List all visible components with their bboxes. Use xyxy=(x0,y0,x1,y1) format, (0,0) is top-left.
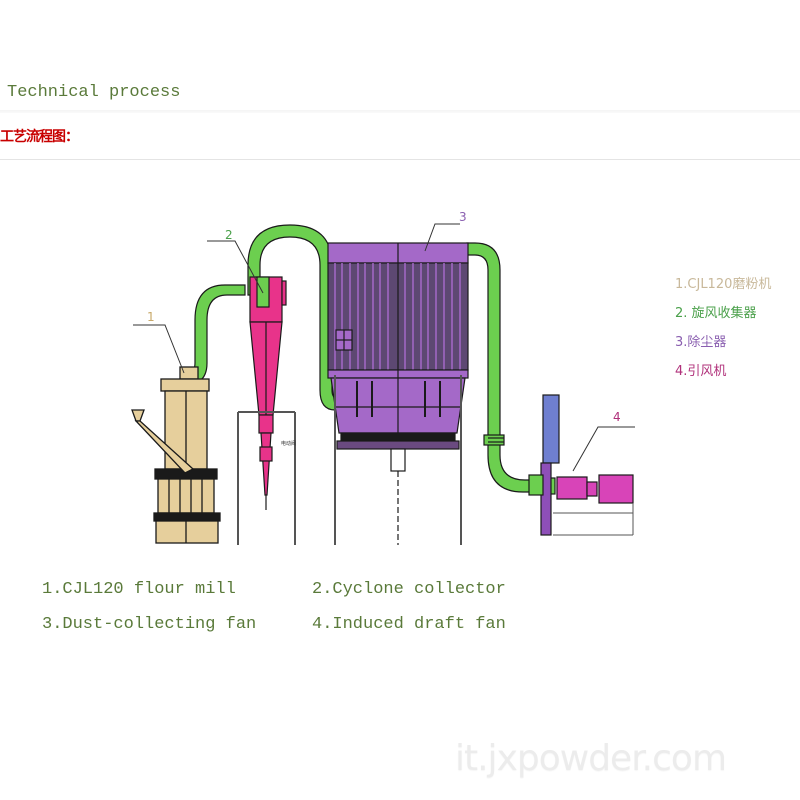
dust-collector xyxy=(327,242,469,545)
callout-line-4 xyxy=(572,426,635,472)
flour-mill xyxy=(131,366,221,544)
caption-flour-mill: 1.CJL120 flour mill xyxy=(42,580,236,599)
callout-3: 3 xyxy=(459,210,467,224)
callout-2: 2 xyxy=(225,228,233,242)
callout-line-2 xyxy=(207,240,264,294)
induced-draft-fan xyxy=(528,394,634,536)
section-subtitle: 工艺流程图： xyxy=(0,129,79,145)
watermark: it.jxpowder.com xyxy=(455,738,727,779)
caption-dust-collecting-fan: 3.Dust-collecting fan xyxy=(42,615,257,634)
diagram-legend: 1.CJL120磨粉机 2. 旋风收集器 3.除尘器 4.引风机 xyxy=(675,270,771,386)
process-flow-diagram: 电动阀 xyxy=(131,210,635,545)
caption-induced-draft-fan: 4.Induced draft fan xyxy=(312,615,506,634)
legend-item-collector: 3.除尘器 xyxy=(675,335,727,350)
caption-cyclone-collector: 2.Cyclone collector xyxy=(312,580,506,599)
callout-4: 4 xyxy=(613,410,621,424)
legend-item-mill: 1.CJL120磨粉机 xyxy=(675,277,772,292)
callout-1: 1 xyxy=(147,310,155,324)
callout-line-1 xyxy=(133,324,185,374)
legend-item-fan: 4.引风机 xyxy=(675,364,727,379)
page-title: Technical process xyxy=(7,83,181,102)
divider xyxy=(0,110,800,113)
callout-line-3 xyxy=(424,223,460,252)
pipe-collector-to-fan xyxy=(466,242,546,493)
legend-item-cyclone: 2. 旋风收集器 xyxy=(675,306,757,321)
cyclone-collector xyxy=(237,276,296,545)
divider xyxy=(0,159,800,160)
valve-label: 电动阀 xyxy=(281,440,296,447)
